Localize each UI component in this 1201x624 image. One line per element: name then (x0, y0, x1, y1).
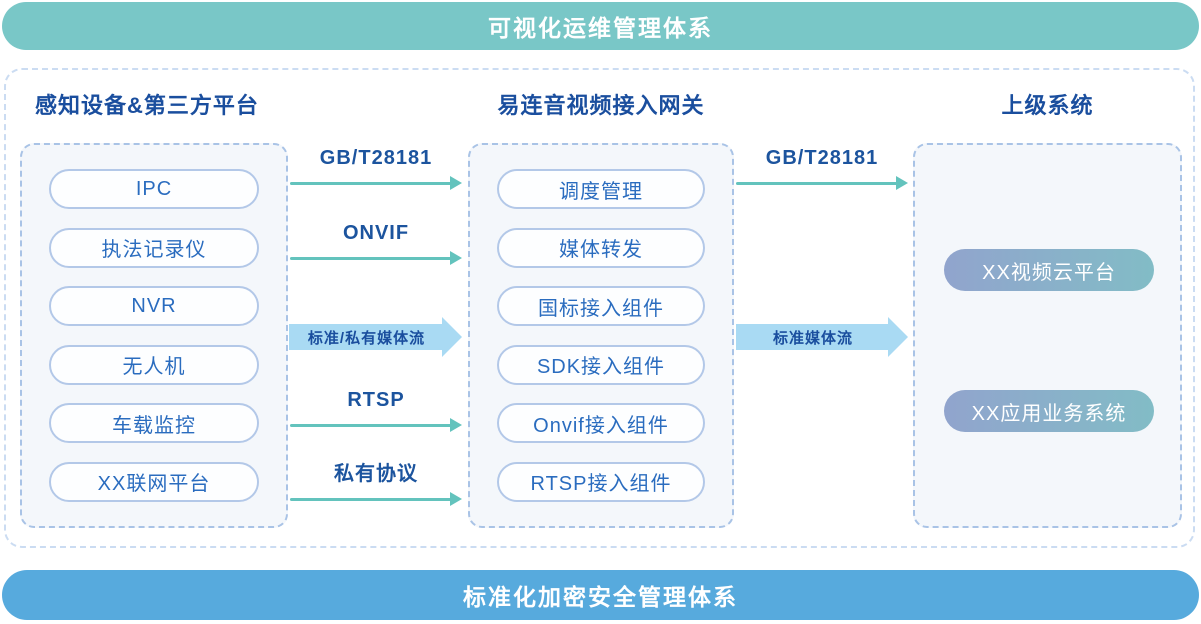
gateway-pill-rtsp-access: RTSP接入组件 (497, 461, 705, 502)
flow-label-gbt28181-right: GB/T28181 (765, 147, 879, 169)
bottom-banner: 标准化加密安全管理体系 (2, 570, 1199, 620)
upper-pill-app-business: XX应用业务系统 (944, 390, 1154, 432)
arrow-head-icon (450, 251, 462, 265)
flow-label-gbt28181-left: GB/T28181 (319, 147, 433, 169)
thick-arrow-head-icon (442, 317, 462, 357)
arrow-onvif (290, 251, 462, 265)
arrow-head-icon (896, 176, 908, 190)
top-banner-label: 可视化运维管理体系 (488, 15, 713, 41)
flow-label-rtsp: RTSP (347, 389, 405, 411)
gateway-pill-dispatch: 调度管理 (497, 169, 705, 209)
flow-label-private-protocol: 私有协议 (334, 463, 418, 485)
upper-column-title: 上级系统 (1001, 93, 1094, 118)
arrow-standard-media-stream: 标准媒体流 (736, 317, 908, 357)
arrow-shaft (290, 497, 453, 501)
arrow-head-icon (450, 492, 462, 506)
thick-arrow-head-icon (888, 317, 908, 357)
flow-label-standard-media-stream: 标准媒体流 (772, 329, 853, 347)
gateway-pill-onvif-access: Onvif接入组件 (497, 403, 705, 444)
arrow-head-icon (450, 176, 462, 190)
thick-arrow-body: 标准媒体流 (736, 324, 890, 350)
device-pill-vehicle-monitor: 车载监控 (49, 403, 259, 444)
arrow-shaft (290, 256, 453, 260)
flow-label-standard-private-media-stream: 标准/私有媒体流 (307, 329, 426, 347)
device-pill-network-platform: XX联网平台 (49, 461, 259, 502)
arrow-shaft (290, 181, 453, 185)
device-pill-drone: 无人机 (49, 344, 259, 385)
top-banner: 可视化运维管理体系 (2, 2, 1199, 50)
gateway-pill-sdk-access: SDK接入组件 (497, 344, 705, 385)
arrow-gbt28181-right (736, 176, 908, 190)
device-pill-ipc: IPC (49, 169, 259, 209)
gateway-pill-gb-access: 国标接入组件 (497, 286, 705, 327)
arrow-private-protocol (290, 492, 462, 506)
flow-label-onvif: ONVIF (342, 222, 410, 244)
upper-pill-video-cloud: XX视频云平台 (944, 249, 1154, 291)
arrow-gbt28181-left (290, 176, 462, 190)
upper-system-box: XX视频云平台 XX应用业务系统 (913, 143, 1182, 528)
bottom-banner-label: 标准化加密安全管理体系 (463, 584, 738, 610)
devices-box: IPC 执法记录仪 NVR 无人机 车载监控 XX联网平台 (20, 143, 288, 528)
gateway-pill-media-forward: 媒体转发 (497, 227, 705, 268)
arrow-rtsp (290, 418, 462, 432)
arrow-shaft (290, 423, 453, 427)
gateway-column-title: 易连音视频接入网关 (497, 93, 705, 118)
device-pill-body-camera: 执法记录仪 (49, 227, 259, 268)
gateway-box: 调度管理 媒体转发 国标接入组件 SDK接入组件 Onvif接入组件 RTSP接… (468, 143, 734, 528)
thick-arrow-body: 标准/私有媒体流 (289, 324, 444, 350)
arrow-shaft (736, 181, 899, 185)
arrow-head-icon (450, 418, 462, 432)
arrow-standard-private-media-stream: 标准/私有媒体流 (289, 317, 462, 357)
devices-column-title: 感知设备&第三方平台 (35, 93, 259, 118)
device-pill-nvr: NVR (49, 286, 259, 327)
